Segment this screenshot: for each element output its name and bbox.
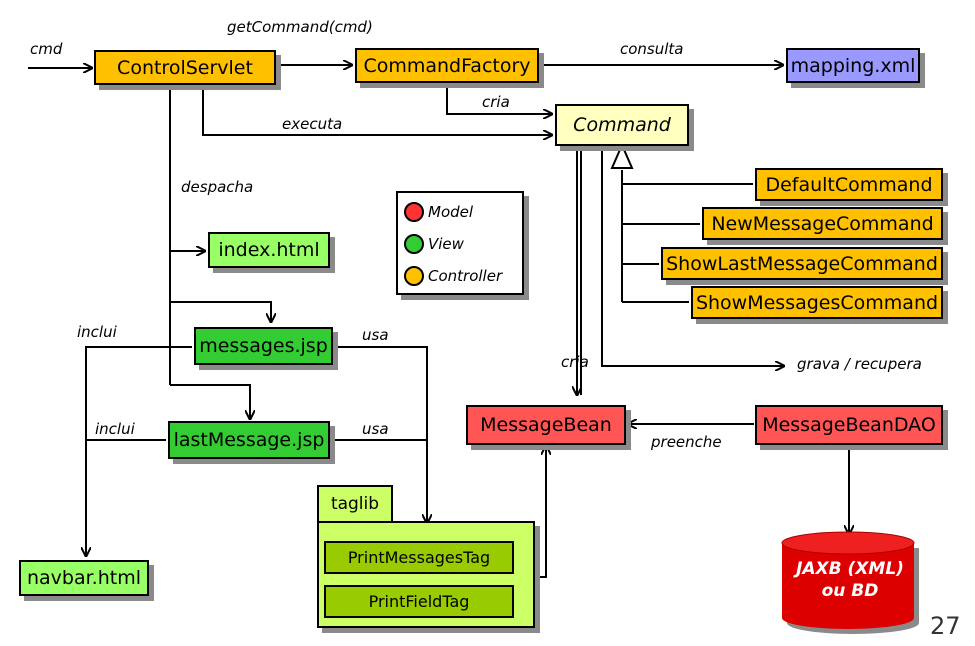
message-bean-dao-label: MessageBeanDAO	[762, 414, 936, 436]
cria-factory-label: cria	[482, 93, 510, 111]
usa-messages-line	[333, 346, 427, 523]
message-bean-box: MessageBean	[466, 405, 626, 445]
taglib-bean-arrow	[535, 446, 546, 578]
legend-item-model: Model	[404, 202, 473, 222]
consulta-label: consulta	[620, 40, 684, 58]
print-messages-tag-box: PrintMessagesTag	[324, 541, 514, 574]
cmd-label: cmd	[30, 40, 63, 58]
index-html-label: index.html	[218, 239, 320, 261]
get-command-label: getCommand(cmd)	[227, 18, 373, 36]
show-messages-command-box: ShowMessagesCommand	[691, 286, 943, 319]
default-command-label: DefaultCommand	[765, 173, 933, 196]
database-line-2: ou BD	[821, 581, 879, 601]
usa-last-label: usa	[362, 420, 389, 438]
show-messages-command-label: ShowMessagesCommand	[695, 291, 939, 314]
legend: Model View Controller	[396, 191, 524, 295]
messages-jsp-label: messages.jsp	[199, 335, 328, 357]
inclui-last-label: inclui	[95, 420, 135, 438]
taglib-tab: taglib	[317, 485, 393, 523]
control-servlet-label: ControlServlet	[117, 56, 253, 79]
navbar-html-label: navbar.html	[26, 567, 142, 589]
command-box: Command	[555, 104, 689, 146]
new-message-command-label: NewMessageCommand	[711, 212, 934, 235]
grava-recupera-label: grava / recupera	[797, 355, 922, 373]
despacha-last-arrow	[170, 384, 250, 419]
default-command-box: DefaultCommand	[755, 168, 943, 201]
database-label: JAXB (XML) ou BD	[784, 558, 916, 602]
legend-label-controller: Controller	[428, 267, 503, 285]
executa-arrow	[202, 84, 552, 135]
controller-dot-icon	[404, 266, 424, 286]
mapping-xml-box: mapping.xml	[786, 48, 920, 83]
show-last-message-command-box: ShowLastMessageCommand	[661, 247, 943, 280]
taglib-container: PrintMessagesTag PrintFieldTag	[317, 521, 535, 628]
preenche-label: preenche	[651, 433, 722, 451]
last-message-jsp-box: lastMessage.jsp	[168, 421, 330, 459]
index-html-box: index.html	[208, 232, 330, 268]
page-number: 27	[930, 612, 961, 640]
model-dot-icon	[404, 202, 424, 222]
cria-command-arrow	[446, 84, 552, 114]
legend-item-view: View	[404, 234, 464, 254]
taglib-label: taglib	[330, 494, 380, 514]
usa-messages-label: usa	[362, 326, 389, 344]
inclui-messages-label: inclui	[77, 323, 117, 341]
cria-bean-label: cria	[561, 353, 589, 371]
legend-item-controller: Controller	[404, 266, 502, 286]
print-field-tag-label: PrintFieldTag	[368, 592, 470, 611]
messages-jsp-box: messages.jsp	[194, 327, 333, 365]
command-factory-label: CommandFactory	[363, 54, 531, 77]
command-factory-box: CommandFactory	[355, 48, 539, 83]
mapping-xml-label: mapping.xml	[790, 54, 916, 77]
message-bean-label: MessageBean	[480, 414, 612, 436]
legend-label-view: View	[428, 235, 464, 253]
show-last-message-command-label: ShowLastMessageCommand	[666, 252, 938, 275]
print-messages-tag-label: PrintMessagesTag	[347, 548, 491, 567]
inheritance-triangle	[610, 142, 634, 169]
despacha-label: despacha	[181, 178, 254, 196]
inclui-messages-line	[86, 346, 192, 556]
grava-arrow	[601, 145, 784, 366]
database-line-1: JAXB (XML)	[796, 559, 904, 579]
print-field-tag-box: PrintFieldTag	[324, 585, 514, 618]
control-servlet-box: ControlServlet	[94, 50, 276, 85]
database-cylinder	[781, 531, 919, 634]
message-bean-dao-box: MessageBeanDAO	[755, 405, 943, 445]
last-message-jsp-label: lastMessage.jsp	[173, 429, 325, 451]
despacha-messages-arrow	[170, 301, 271, 322]
legend-label-model: Model	[428, 203, 474, 221]
navbar-html-box: navbar.html	[19, 560, 149, 596]
command-label: Command	[573, 114, 671, 136]
executa-label: executa	[282, 115, 343, 133]
new-message-command-box: NewMessageCommand	[702, 207, 943, 240]
view-dot-icon	[404, 234, 424, 254]
